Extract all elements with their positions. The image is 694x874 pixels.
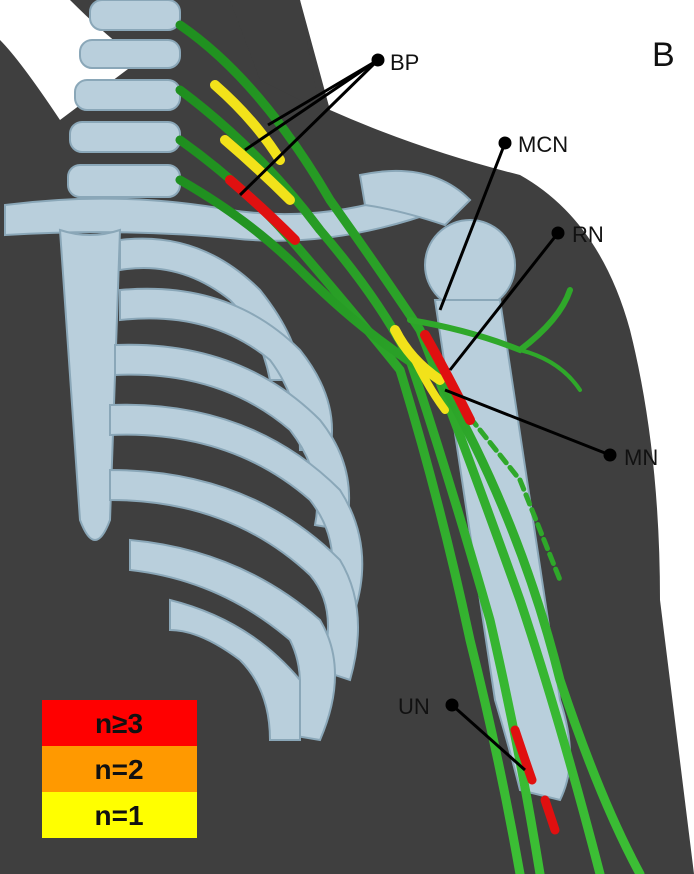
legend-label-low: n=1 bbox=[94, 800, 143, 831]
label-mn: MN bbox=[624, 445, 658, 470]
label-mcn: MCN bbox=[518, 132, 568, 157]
label-un: UN bbox=[398, 694, 430, 719]
label-bp: BP bbox=[390, 50, 419, 75]
legend-label-mid: n=2 bbox=[94, 754, 143, 785]
panel-letter: B bbox=[652, 36, 675, 74]
legend-label-high: n≥3 bbox=[95, 708, 143, 739]
legend: n≥3 n=2 n=1 bbox=[42, 700, 197, 838]
label-rn: RN bbox=[572, 222, 604, 247]
